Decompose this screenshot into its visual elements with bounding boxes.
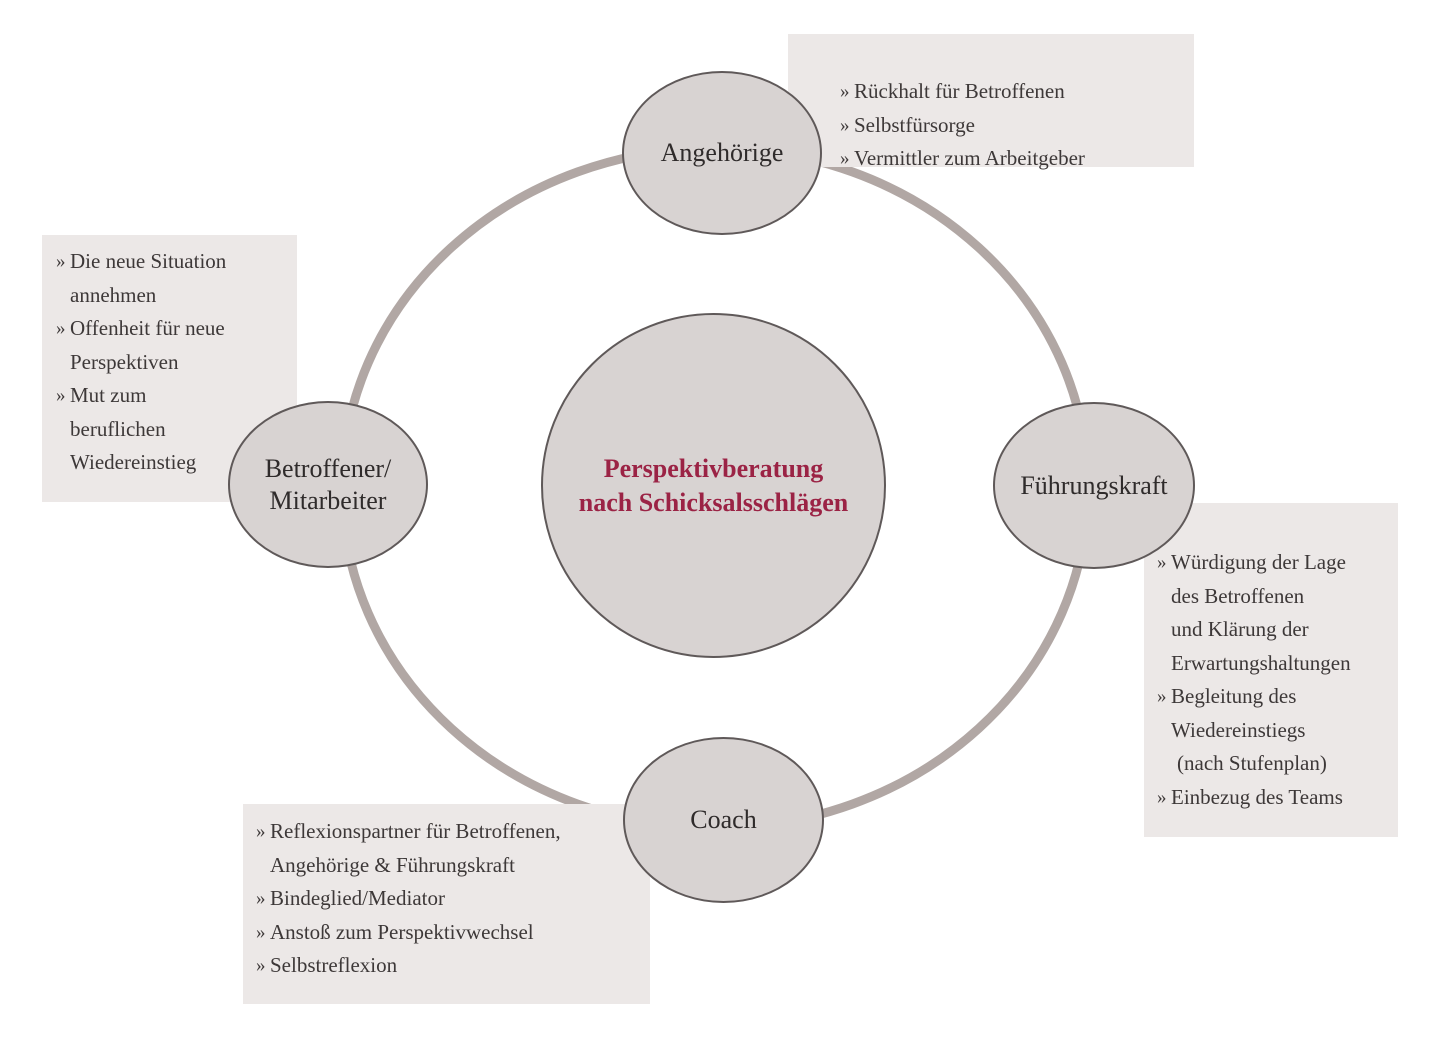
bullet-item: »Einbezug des Teams	[1157, 781, 1398, 815]
coach-node-label: Coach	[690, 804, 756, 836]
bullet-text: Reflexionspartner für Betroffenen, Angehö…	[270, 815, 650, 882]
bullet-line: und Klärung der	[1171, 617, 1309, 641]
coach-bullet-list: »Reflexionspartner für Betroffenen,Angeh…	[256, 815, 650, 983]
fuehrungskraft-node-label: Führungskraft	[1020, 470, 1167, 502]
bullet-marker-icon: »	[1157, 552, 1167, 573]
bullet-line: (nach Stufenplan)	[1177, 751, 1327, 775]
bullet-item: »Reflexionspartner für Betroffenen, Angeh…	[256, 815, 650, 882]
bullet-text: Anstoß zum Perspektivwechsel	[270, 916, 650, 950]
bullet-item: »Die neue Situation annehmen	[56, 245, 297, 312]
label-line: Coach	[690, 805, 757, 834]
bullet-marker-icon: »	[56, 318, 66, 339]
bullet-item: »Würdigung der Lage des Betroffenen und Kl…	[1157, 546, 1398, 680]
bullet-line: Selbstfürsorge	[854, 112, 975, 137]
label-line: Angehörige	[660, 138, 784, 167]
bullet-line: Anstoß zum Perspektivwechsel	[270, 919, 534, 944]
bullet-item: »Selbstreflexion	[256, 949, 650, 983]
bullet-line: Erwartungshaltungen	[1171, 650, 1351, 675]
bullet-text: Bindeglied/Mediator	[270, 882, 650, 916]
bullet-line: Angehörige & Führungskraft	[270, 852, 515, 877]
bullet-marker-icon: »	[56, 385, 66, 406]
coach-node: Coach	[623, 737, 824, 903]
betroffener-node-label: Betroffener/Mitarbeiter	[265, 453, 392, 517]
angehoerige-node: Angehörige	[622, 71, 822, 235]
label-line: Mitarbeiter	[269, 485, 387, 515]
bullet-line: Perspektiven	[70, 349, 179, 374]
label-line: nach Schicksalsschlägen	[578, 487, 849, 517]
bullet-line: Rückhalt für Betroffenen	[854, 79, 1065, 103]
bullet-line: Die neue Situation	[70, 249, 227, 273]
bullet-marker-icon: »	[256, 955, 266, 976]
angehoerige-info-box: »Rückhalt für Betroffenen»Selbstfürsorge…	[788, 34, 1194, 170]
bullet-line: Vermittler zum Arbeitgeber	[854, 146, 1085, 170]
bullet-line: Begleitung des	[1171, 684, 1297, 708]
bullet-marker-icon: »	[1157, 786, 1167, 808]
bullet-marker-icon: »	[256, 821, 266, 842]
bullet-line: Wiedereinstieg	[70, 450, 197, 474]
bullet-line: annehmen	[70, 282, 157, 307]
bullet-item: »Vermittler zum Arbeitgeber	[840, 142, 1194, 176]
center-label: Perspektivberatung nach Schicksalsschläge…	[579, 452, 848, 520]
bullet-line: Bindeglied/Mediator	[270, 886, 445, 910]
bullet-line: Offenheit für neue	[70, 316, 225, 340]
bullet-line: Wiedereinstiegs	[1171, 717, 1306, 742]
label-line: Perspektivberatung	[603, 453, 824, 483]
bullet-text: Würdigung der Lage des Betroffenen und Klä…	[1171, 546, 1398, 680]
bullet-line: Einbezug des Teams	[1171, 784, 1343, 809]
bullet-item: »Selbstfürsorge	[840, 109, 1194, 143]
bullet-text: Selbstfürsorge	[854, 109, 1194, 143]
bullet-line: Selbstreflexion	[270, 953, 398, 977]
bullet-line: beruflichen	[70, 416, 166, 441]
label-line: Führungskraft	[1020, 470, 1168, 500]
bullet-item: »Anstoß zum Perspektivwechsel	[256, 916, 650, 950]
betroffener-node: Betroffener/Mitarbeiter	[228, 401, 428, 568]
bullet-line: Mut zum	[70, 383, 147, 407]
fuehrungskraft-node: Führungskraft	[993, 402, 1195, 569]
bullet-item: »Bindeglied/Mediator	[256, 882, 650, 916]
bullet-marker-icon: »	[56, 251, 66, 272]
bullet-text: Selbstreflexion	[270, 949, 650, 983]
bullet-text: Die neue Situation annehmen	[70, 245, 297, 312]
bullet-marker-icon: »	[1157, 686, 1167, 707]
bullet-marker-icon: »	[840, 148, 850, 169]
bullet-text: Rückhalt für Betroffenen	[854, 75, 1194, 109]
bullet-text: Vermittler zum Arbeitgeber	[854, 142, 1194, 176]
center-circle: Perspektivberatung nach Schicksalsschläge…	[541, 313, 886, 658]
bullet-marker-icon: »	[840, 81, 850, 102]
bullet-line: des Betroffenen	[1171, 583, 1305, 608]
bullet-line: Würdigung der Lage	[1171, 550, 1346, 574]
label-line: Betroffener/	[264, 453, 392, 483]
bullet-marker-icon: »	[256, 921, 266, 943]
bullet-marker-icon: »	[840, 114, 850, 136]
coach-info-box: »Reflexionspartner für Betroffenen,Angeh…	[243, 804, 650, 1004]
bullet-text: Einbezug des Teams	[1171, 781, 1398, 815]
bullet-item: »Rückhalt für Betroffenen	[840, 75, 1194, 109]
bullet-marker-icon: »	[256, 888, 266, 909]
bullet-line: Reflexionspartner für Betroffenen,	[270, 819, 561, 843]
angehoerige-node-label: Angehörige	[661, 137, 784, 169]
angehoerige-bullet-list: »Rückhalt für Betroffenen»Selbstfürsorge…	[840, 75, 1194, 176]
